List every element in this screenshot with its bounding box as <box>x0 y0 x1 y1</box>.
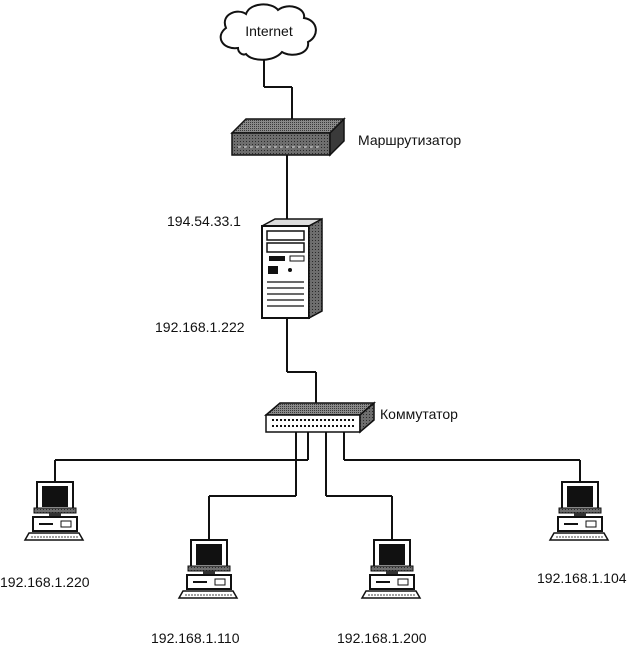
server-external-ip: 194.54.33.1 <box>167 213 241 229</box>
computer-ip-4: 192.168.1.104 <box>537 570 627 586</box>
computer-ip-2: 192.168.1.110 <box>151 630 240 646</box>
internet-label: Internet <box>245 23 293 39</box>
computer-icon-3 <box>361 539 421 599</box>
internet-cloud-icon <box>219 3 317 61</box>
computer-ip-1: 192.168.1.220 <box>0 574 90 590</box>
computer-icon-1 <box>24 481 84 541</box>
computer-ip-3: 192.168.1.200 <box>337 630 427 646</box>
switch-label: Коммутатор <box>380 406 458 422</box>
switch-icon <box>263 401 377 434</box>
router-label: Маршрутизатор <box>358 132 461 148</box>
router-icon <box>230 117 346 157</box>
computer-icon-4 <box>549 481 609 541</box>
server-internal-ip: 192.168.1.222 <box>155 319 245 335</box>
server-icon <box>261 217 323 320</box>
connections <box>54 57 581 540</box>
computer-icon-2 <box>178 539 238 599</box>
